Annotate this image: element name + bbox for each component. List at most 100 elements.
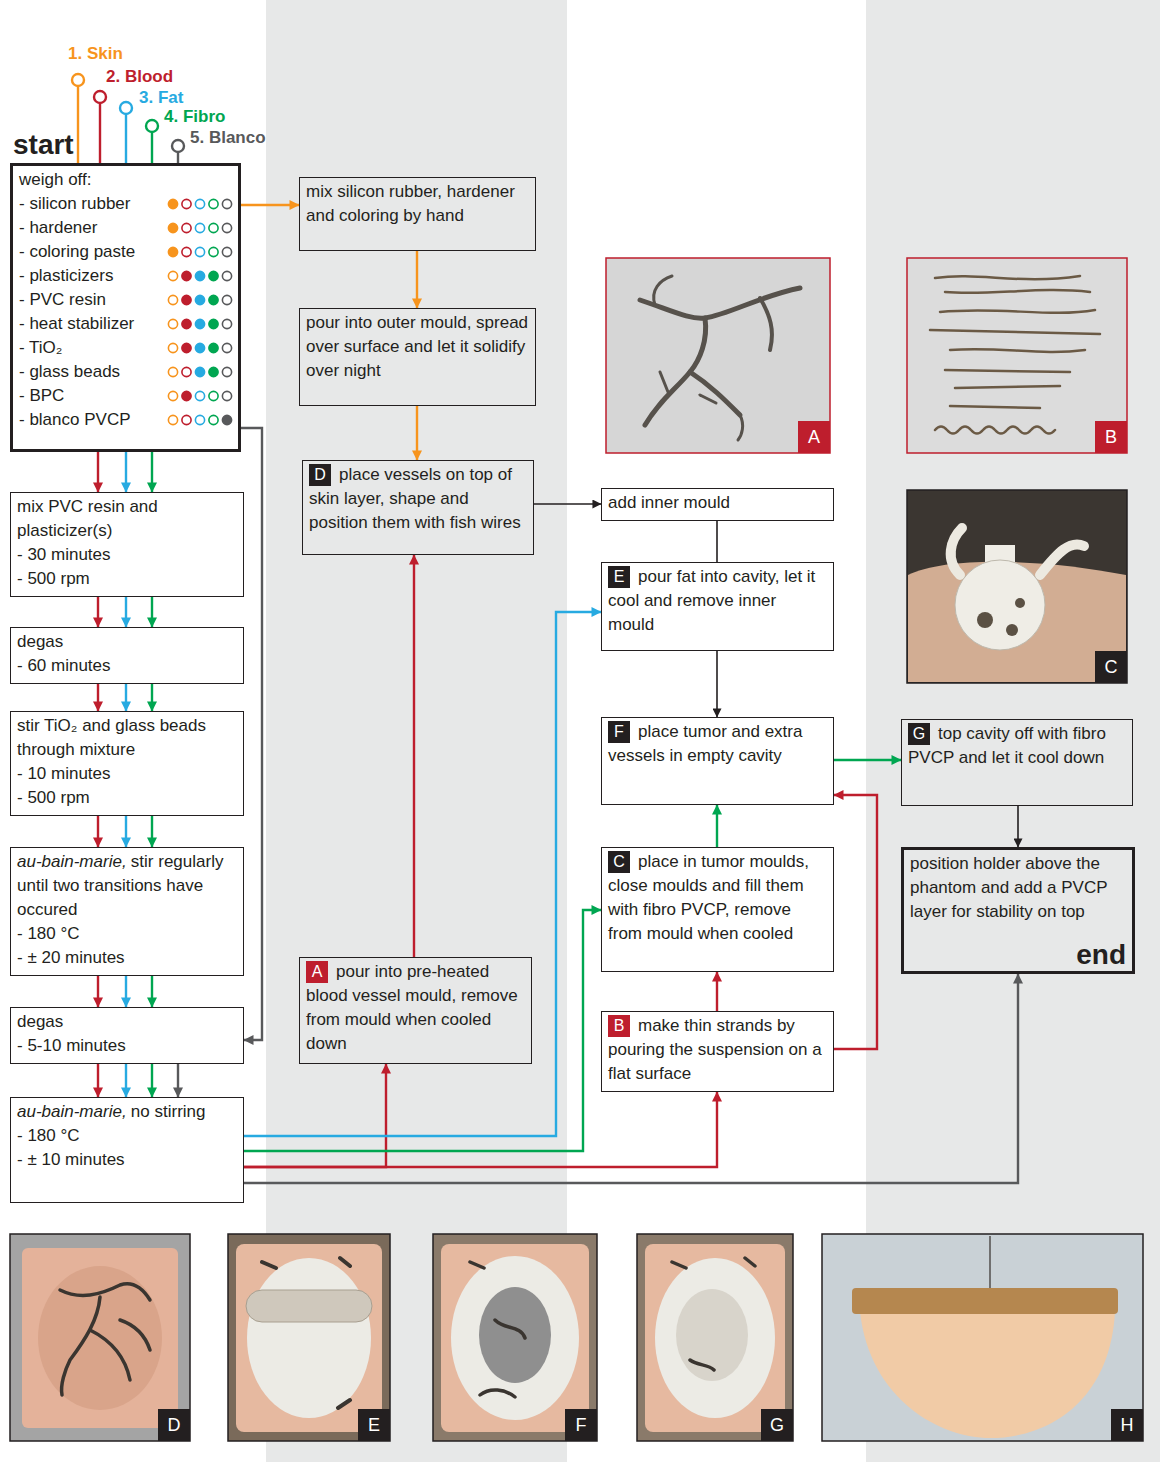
box-text: mix PVC resin and plasticizer(s) [17,495,237,543]
vessel [90,1330,130,1380]
material-dot [195,343,204,352]
material-dot [209,295,218,304]
material-dots [165,288,235,312]
material-dots [165,312,235,336]
tray [645,1244,785,1432]
material-dots [165,408,235,432]
material-dot [182,319,191,328]
box-text: place tumor and extra vessels in empty c… [608,722,802,765]
fat [451,1256,579,1420]
process-box: degas- 60 minutes [10,627,244,684]
box-text: - 500 rpm [17,786,237,810]
step-letter: A [306,961,328,983]
end-box: position holder above the phantom and ad… [901,847,1135,974]
material-dot [168,247,177,256]
material-dot [168,199,177,208]
vessel [660,372,668,392]
material-dot [209,391,218,400]
step-box: Cplace in tumor moulds, close moulds and… [601,847,834,972]
photo-letter: E [358,1409,390,1441]
tube [1040,544,1084,575]
blood-dot [94,91,106,103]
strand [955,386,1060,388]
box-text: pour fat into cavity, let it cool and re… [608,567,815,634]
box-text: make thin strands by pouring the suspens… [608,1016,822,1083]
box-text: stir TiO₂ and glass beads through mixtur… [17,714,237,762]
box-text: place in tumor moulds, close moulds and … [608,852,809,943]
flow-arrow [97,816,99,847]
flow-arrow [716,521,718,562]
blanco-dot [172,140,184,152]
flow-arrow [151,452,153,492]
material-dot [222,223,231,232]
flow-arrow [97,976,99,1007]
material-dot [168,223,177,232]
step-letter: G [908,723,930,745]
vessel [690,372,740,415]
cavity [38,1266,162,1410]
material-dot [222,367,231,376]
fat [655,1258,775,1418]
material-dot [182,415,191,424]
photo-letter: B [1095,421,1127,453]
flow-arrow [244,910,601,1151]
photo-fat-mould [228,1234,390,1441]
photo-filled-cavity [637,1234,793,1441]
phantom-top [852,1288,1118,1314]
photo-frame [228,1234,390,1441]
material-dot [209,367,218,376]
box-text: mix silicon rubber, hardener and colorin… [306,180,529,228]
material-dot [168,391,177,400]
flow-arrow [534,503,601,505]
process-box: pour into outer mould, spread over surfa… [299,308,536,406]
process-box: au-bain-marie,no stirring- 180 °C- ± 10 … [10,1097,244,1203]
blob [977,612,993,628]
tube [951,528,962,575]
material-dot [182,199,191,208]
photo-vessel-tree [606,258,830,453]
box-text: degas [17,630,237,654]
box-text: - 500 rpm [17,567,237,591]
flow-arrow [716,805,718,847]
vessel [120,1320,150,1350]
flow-arrow [97,597,99,627]
end-heading: end [1076,939,1126,971]
blood-line [99,103,101,163]
material-dots [165,192,235,216]
box-text: - 30 minutes [17,543,237,567]
photo-frame [822,1234,1143,1441]
material-dot [209,199,218,208]
material-dot [195,271,204,280]
strand [930,330,1100,334]
flow-arrow [151,1064,153,1097]
flow-arrow [97,452,99,492]
strand [935,276,1080,279]
fat-dot [120,102,132,114]
box-text: - 10 minutes [17,762,237,786]
photo-frame [606,258,830,453]
material-dot [168,415,177,424]
flow-arrow [151,816,153,847]
process-box: au-bain-marie,stir regularly until two t… [10,847,244,976]
skin-line [77,86,79,163]
flow-arrow [125,1064,127,1097]
box-text: - 180 °C [17,922,237,946]
photo-frame [10,1234,190,1441]
start-box: startweigh off:- silicon rubber- hardene… [10,163,241,452]
material-dots [165,240,235,264]
box-text: weigh off: [19,168,232,192]
strand [950,349,1085,352]
photo-skin-vessels [10,1234,190,1441]
vessels [470,1262,525,1397]
material-dot [222,391,231,400]
process-box: stir TiO₂ and glass beads through mixtur… [10,711,244,816]
process-box: mix silicon rubber, hardener and colorin… [299,177,536,251]
flow-arrow [244,974,1018,1183]
vessel [738,415,743,440]
material-dot [195,319,204,328]
phantom-dome [860,1312,1115,1438]
step-letter: E [608,566,630,588]
box-text: - 5-10 minutes [17,1034,237,1058]
step-box: Fplace tumor and extra vessels in empty … [601,717,834,805]
